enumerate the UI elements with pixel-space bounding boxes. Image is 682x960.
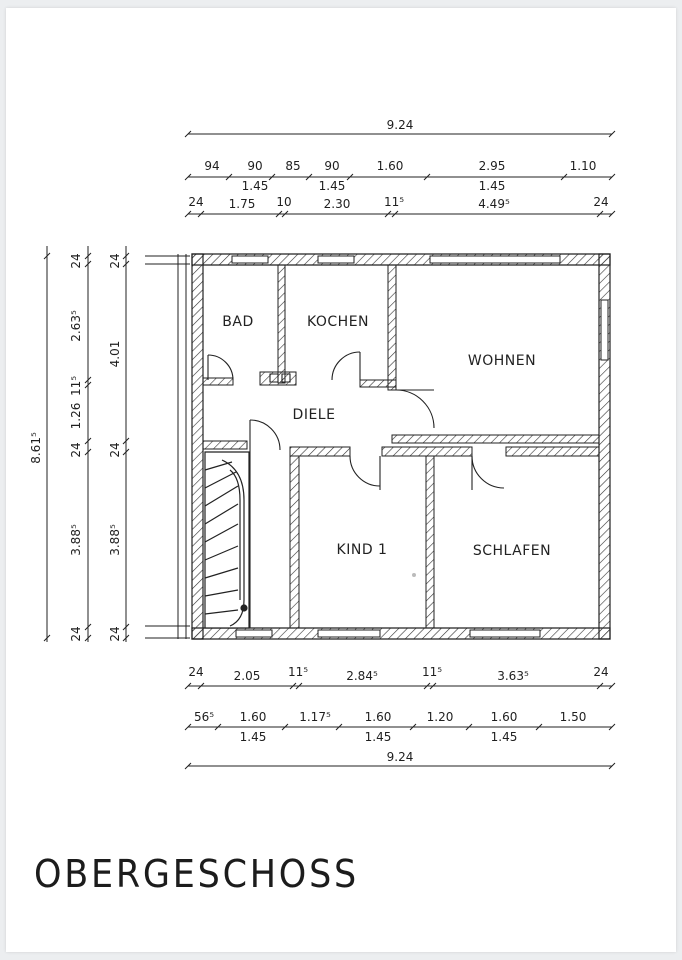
dim-label: 1.17⁵: [299, 710, 331, 724]
dim-label: 4.01: [108, 341, 122, 368]
dim-label: 24: [188, 665, 203, 679]
dim-label: 1.26: [69, 403, 83, 430]
dim-label: 24: [108, 253, 122, 268]
dim-label: 2.95: [479, 159, 506, 173]
dim-label: 3.63⁵: [497, 669, 529, 683]
scan-artifact: [412, 573, 416, 577]
bottom-row2-labels: 56⁵ 1.60 1.17⁵ 1.60 1.20 1.60 1.50 1.45 …: [194, 710, 586, 744]
dim-label: 1.20: [427, 710, 454, 724]
room-labels: BAD KOCHEN WOHNEN DIELE KIND 1 SCHLAFEN: [222, 314, 551, 559]
room-label-schlafen: SCHLAFEN: [473, 543, 551, 559]
dim-label: 1.60: [365, 710, 392, 724]
dim-label: 24: [593, 665, 608, 679]
dim-label: 3.88⁵: [69, 524, 83, 556]
floor-plan: 9.24 94 90 85 90 1.60 2.95 1.10 1.45 1.4…: [29, 118, 676, 952]
dim-label: 1.60: [240, 710, 267, 724]
page-title: OBERGESCHOSS: [34, 852, 359, 896]
left-dim-labels: 8.61⁵ 24 2.63⁵ 11⁵ 1.26 24 3.88⁵ 24 24 4…: [29, 253, 122, 641]
dim-label: 24: [69, 253, 83, 268]
dim-sub-label: 1.45: [365, 730, 392, 744]
dim-label: 2.84⁵: [346, 669, 378, 683]
dim-label: 11⁵: [69, 376, 83, 396]
dim-label: 3.88⁵: [108, 524, 122, 556]
dim-label: 11⁵: [384, 195, 404, 209]
dim-label: 11⁵: [288, 665, 308, 679]
dim-label: 56⁵: [194, 710, 214, 724]
dim-label: 24: [108, 442, 122, 457]
room-label-wohnen: WOHNEN: [468, 353, 536, 369]
dim-label: 2.30: [324, 197, 351, 211]
top-row1-labels: 94 90 85 90 1.60 2.95 1.10 1.45 1.45 1.4…: [204, 159, 596, 193]
dim-label: 1.75: [229, 197, 256, 211]
room-label-kind1: KIND 1: [337, 542, 388, 558]
exterior-walls: [178, 254, 610, 639]
dim-label: 1.60: [377, 159, 404, 173]
dim-label: 94: [204, 159, 219, 173]
room-label-diele: DIELE: [293, 407, 336, 423]
left-dimensions: [44, 246, 190, 642]
dim-sub-label: 1.45: [319, 179, 346, 193]
dim-label: 1.10: [570, 159, 597, 173]
bottom-dimensions: [185, 683, 615, 769]
dim-sub-label: 1.45: [491, 730, 518, 744]
dim-label: 24: [188, 195, 203, 209]
dim-label: 90: [247, 159, 262, 173]
dim-label: 1.50: [560, 710, 587, 724]
dim-sub-label: 1.45: [240, 730, 267, 744]
dim-sub-label: 1.45: [479, 179, 506, 193]
doors: [208, 352, 504, 628]
dim-label: 2.05: [234, 669, 261, 683]
room-label-bad: BAD: [222, 314, 253, 330]
dim-label: 90: [324, 159, 339, 173]
dim-label: 11⁵: [422, 665, 442, 679]
dim-label: 24: [108, 626, 122, 641]
interior-walls: [203, 265, 599, 628]
top-row2-labels: 24 1.75 10 2.30 11⁵ 4.49⁵ 24: [188, 195, 608, 211]
drawing-sheet: 9.24 94 90 85 90 1.60 2.95 1.10 1.45 1.4…: [6, 8, 676, 952]
top-total-dim: 9.24: [387, 118, 414, 132]
dim-label: 4.49⁵: [478, 197, 510, 211]
dim-label: 2.63⁵: [69, 310, 83, 342]
top-dimensions: [185, 131, 615, 217]
dim-label: 85: [285, 159, 300, 173]
dim-label: 24: [69, 442, 83, 457]
dim-label: 1.60: [491, 710, 518, 724]
room-label-kochen: KOCHEN: [307, 314, 369, 330]
dim-sub-label: 1.45: [242, 179, 269, 193]
left-total-dim: 8.61⁵: [29, 432, 43, 464]
bottom-row1-labels: 24 2.05 11⁵ 2.84⁵ 11⁵ 3.63⁵ 24: [188, 665, 608, 683]
dim-label: 10: [276, 195, 291, 209]
dim-label: 24: [593, 195, 608, 209]
dim-label: 24: [69, 626, 83, 641]
staircase: [205, 452, 249, 628]
bottom-total-dim: 9.24: [387, 750, 414, 764]
